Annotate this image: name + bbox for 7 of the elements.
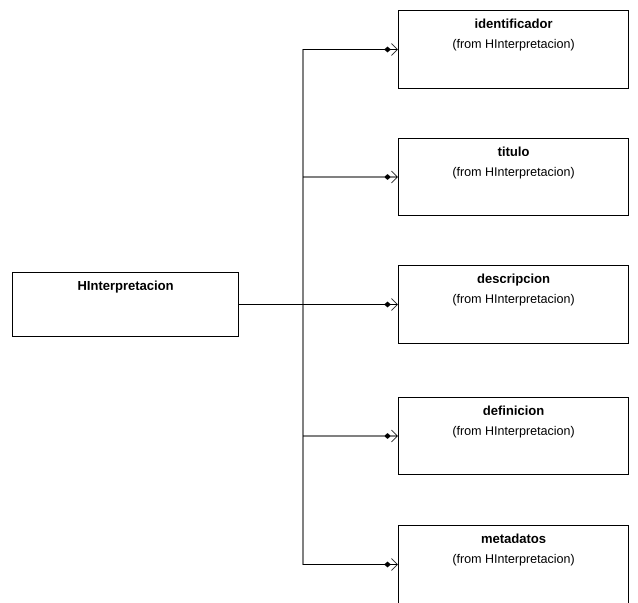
- class-box: definicion (from HInterpretacion): [398, 397, 629, 475]
- class-box: titulo (from HInterpretacion): [398, 138, 629, 216]
- association-arrow: [238, 304, 398, 571]
- class-box: HInterpretacion: [12, 272, 239, 337]
- class-box: metadatos (from HInterpretacion): [398, 524, 629, 603]
- class-box: identificador (from HInterpretacion): [398, 10, 629, 89]
- class-box: descripcion (from HInterpretacion): [398, 265, 629, 344]
